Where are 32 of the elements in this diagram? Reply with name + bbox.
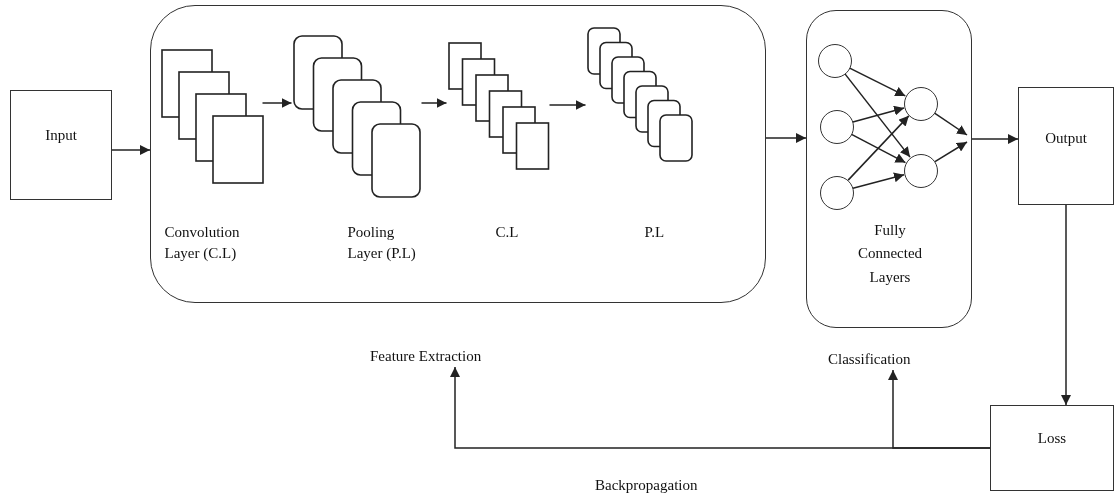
edge-label: Backpropagation	[595, 477, 698, 494]
arrow	[420, 98, 448, 108]
arrow	[765, 133, 807, 143]
layer-caption: Pooling Layer (P.L)	[347, 222, 417, 264]
arrow	[844, 73, 911, 158]
arrow	[1061, 204, 1071, 406]
arrow	[852, 172, 905, 189]
layer-caption: Convolution Layer (C.L)	[164, 222, 241, 264]
arrow	[850, 133, 907, 164]
arrow	[848, 67, 907, 97]
box-label: Loss	[1037, 430, 1067, 447]
arrow	[934, 141, 968, 163]
section-label: Classification	[828, 351, 911, 368]
box-label: Input	[45, 127, 77, 144]
arrow	[971, 134, 1019, 144]
arrow	[548, 100, 587, 110]
process-box	[1018, 87, 1114, 205]
arrow	[111, 145, 151, 155]
stage-panel	[806, 10, 972, 328]
box-label: Output	[1045, 130, 1087, 147]
box-label: Fully Connected Layers	[856, 221, 924, 287]
arrow	[847, 115, 910, 181]
arrow	[261, 98, 293, 108]
section-label: Feature Extraction	[370, 348, 482, 365]
layer-caption: P.L	[644, 222, 666, 242]
process-box	[990, 405, 1114, 491]
stage-panel	[150, 5, 766, 303]
arrow	[852, 105, 905, 123]
process-box	[10, 90, 112, 200]
arrow	[933, 112, 968, 136]
arrow	[888, 369, 991, 449]
layer-caption: C.L	[495, 222, 520, 242]
